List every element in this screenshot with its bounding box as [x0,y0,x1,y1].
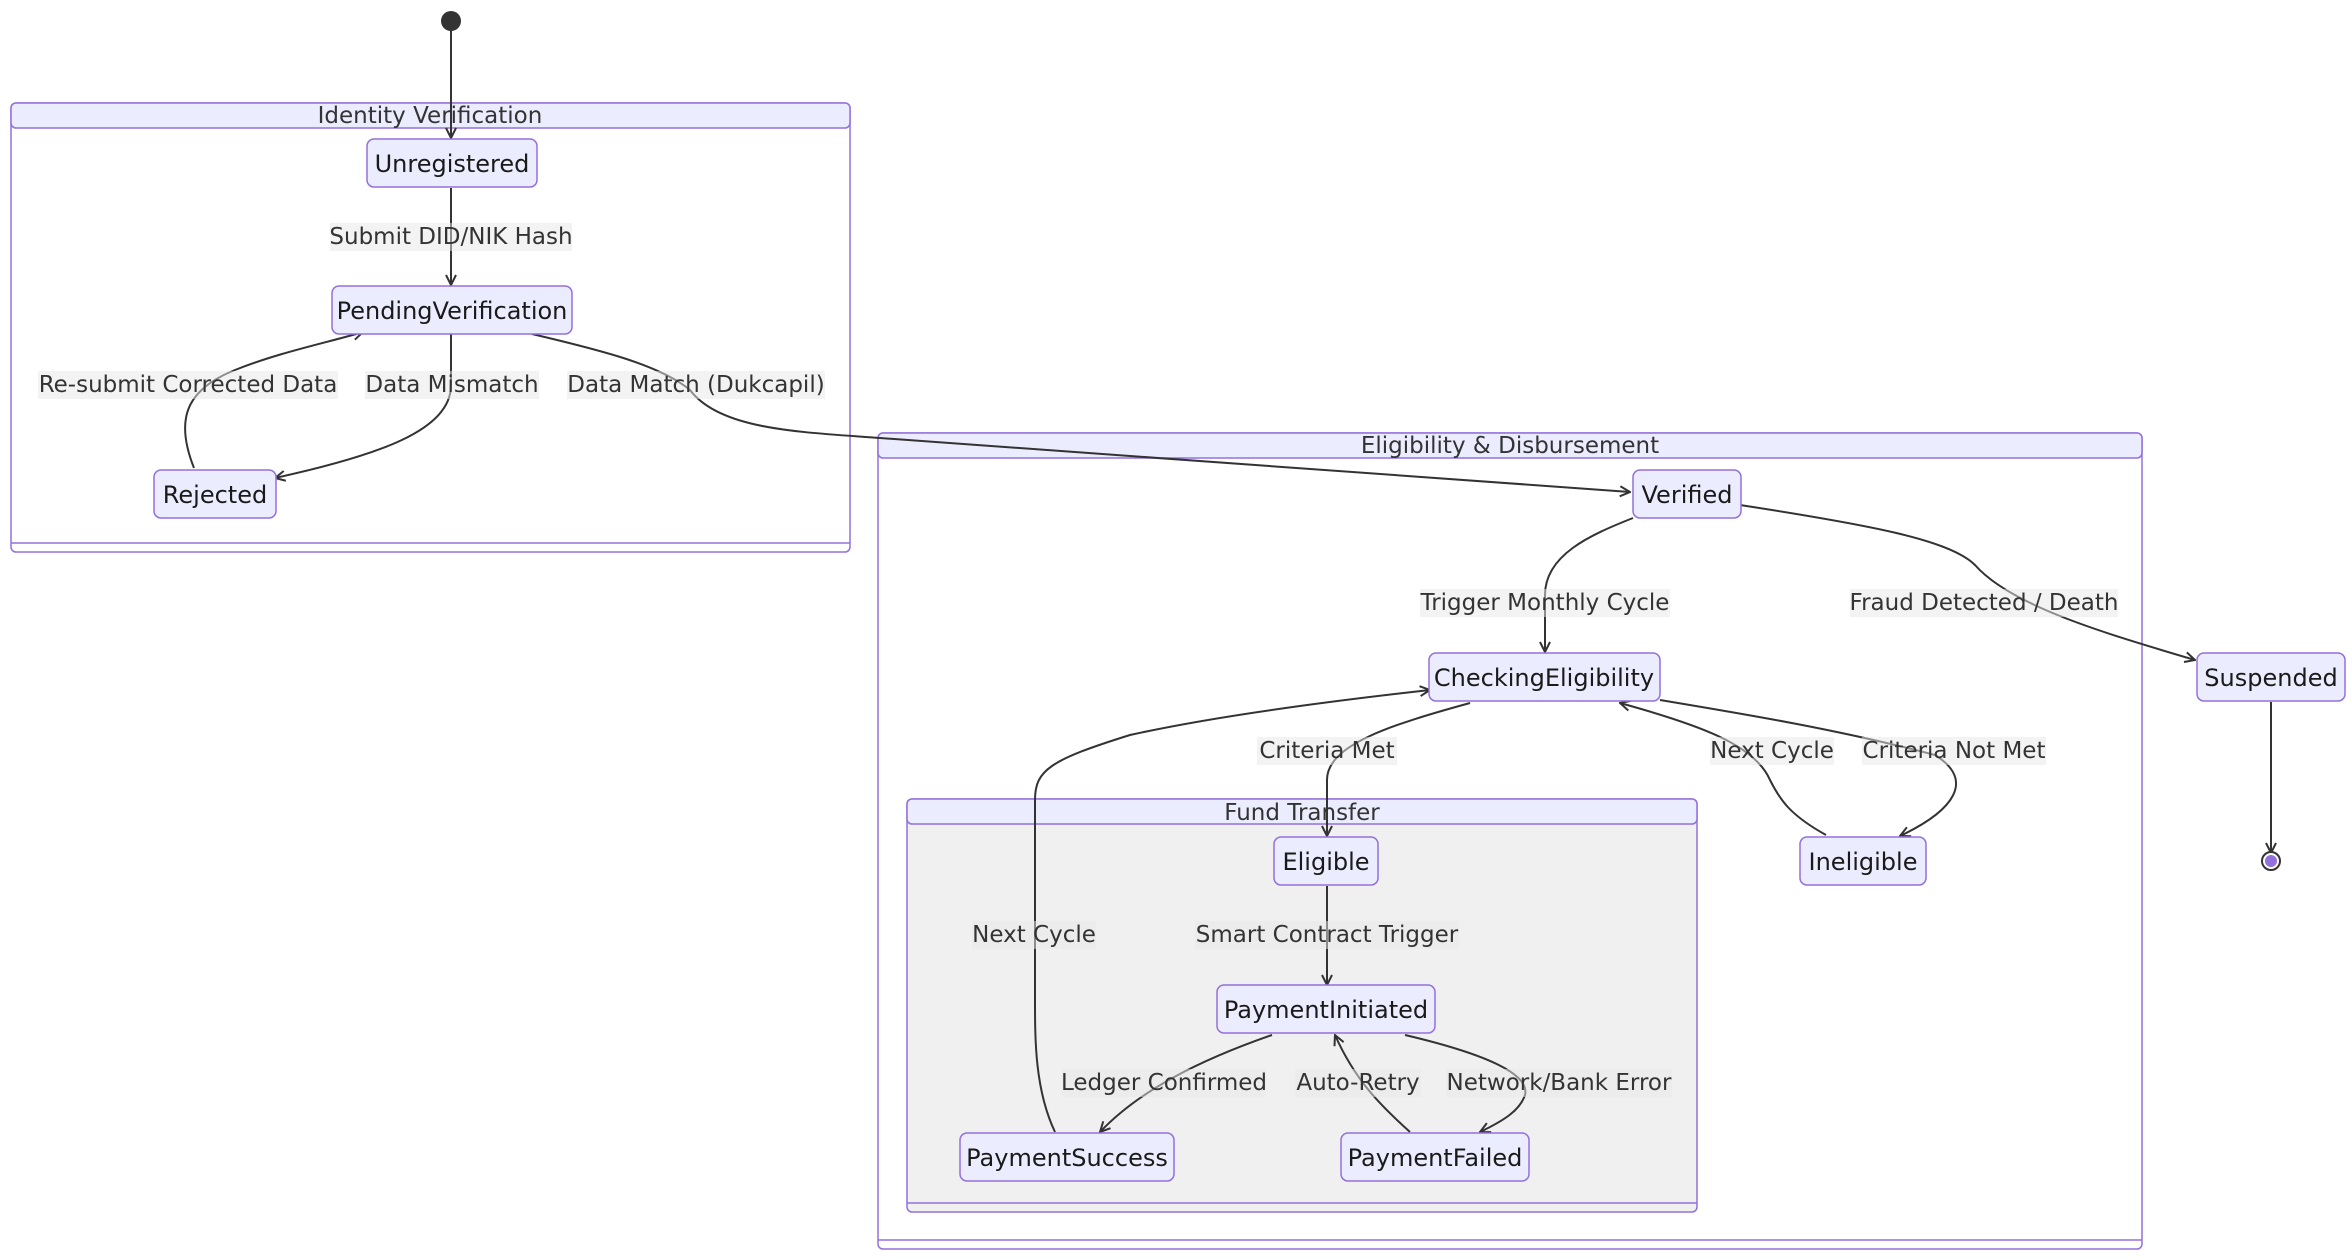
state-eligible[interactable]: Eligible [1273,836,1379,886]
state-label-payment-failed: PaymentFailed [1348,1144,1523,1172]
state-label-payment-success: PaymentSuccess [966,1144,1168,1172]
edge-label-smart-contract: Smart Contract Trigger [1195,921,1459,949]
edge-label-criteria-met: Criteria Met [1257,737,1397,765]
edge-label-resubmit: Re-submit Corrected Data [38,371,338,399]
edge-label-submit: Submit DID/NIK Hash [329,223,573,251]
state-ineligible[interactable]: Ineligible [1799,836,1927,886]
svg-text:Auto-Retry: Auto-Retry [1296,1070,1419,1096]
state-payment-success[interactable]: PaymentSuccess [959,1132,1175,1182]
cluster-title-fund-transfer: Fund Transfer [1224,800,1380,826]
state-rejected[interactable]: Rejected [153,469,277,519]
state-label-verified: Verified [1642,481,1733,509]
edge-label-auto-retry: Auto-Retry [1295,1069,1421,1097]
edge-label-next-cycle-ineligible: Next Cycle [1710,737,1834,765]
state-verified[interactable]: Verified [1632,469,1742,519]
edge-label-next-cycle-success: Next Cycle [972,921,1096,949]
state-payment-failed[interactable]: PaymentFailed [1340,1132,1530,1182]
edge-rejected-to-pending [184,332,363,469]
cluster-title-eligibility: Eligibility & Disbursement [1361,433,1659,459]
state-label-checking-eligibility: CheckingEligibility [1434,664,1654,692]
edge-label-trigger-monthly: Trigger Monthly Cycle [1420,589,1670,617]
svg-text:Data Match (Dukcapil): Data Match (Dukcapil) [567,372,824,398]
svg-text:Criteria Not Met: Criteria Not Met [1863,738,2046,764]
edge-success-to-checking [1034,690,1430,1133]
svg-text:Next Cycle: Next Cycle [972,922,1096,948]
state-checking-eligibility[interactable]: CheckingEligibility [1428,652,1661,702]
state-label-rejected: Rejected [163,481,267,509]
state-suspended[interactable]: Suspended [2196,652,2346,702]
start-state-dot [441,11,461,31]
state-pending-verification[interactable]: PendingVerification [331,285,573,335]
state-label-suspended: Suspended [2204,664,2337,692]
svg-text:Network/Bank Error: Network/Bank Error [1447,1070,1672,1096]
svg-text:Re-submit Corrected Data: Re-submit Corrected Data [39,372,338,398]
svg-text:Smart Contract Trigger: Smart Contract Trigger [1196,922,1459,948]
state-label-unregistered: Unregistered [375,150,530,178]
svg-text:Submit DID/NIK Hash: Submit DID/NIK Hash [329,224,572,250]
state-label-pending-verification: PendingVerification [337,297,568,325]
svg-text:Criteria Met: Criteria Met [1259,738,1394,764]
svg-text:Trigger Monthly Cycle: Trigger Monthly Cycle [1420,590,1670,616]
edge-ineligible-to-checking [1620,703,1827,836]
edge-label-match: Data Match (Dukcapil) [567,371,825,399]
state-payment-initiated[interactable]: PaymentInitiated [1216,984,1436,1034]
state-label-payment-initiated: PaymentInitiated [1224,996,1428,1024]
edge-label-ledger: Ledger Confirmed [1061,1069,1267,1097]
svg-text:Next Cycle: Next Cycle [1710,738,1834,764]
svg-text:Ledger Confirmed: Ledger Confirmed [1061,1070,1267,1096]
state-label-ineligible: Ineligible [1809,848,1918,876]
svg-text:Fraud Detected / Death: Fraud Detected / Death [1850,590,2119,616]
state-label-eligible: Eligible [1282,848,1369,876]
state-unregistered[interactable]: Unregistered [366,138,538,188]
cluster-title-identity: Identity Verification [318,103,543,129]
edge-label-network-error: Network/Bank Error [1446,1069,1672,1097]
edge-label-fraud: Fraud Detected / Death [1850,589,2119,617]
edge-label-mismatch: Data Mismatch [365,371,539,399]
edge-verified-to-suspended [1739,504,2195,660]
end-state [2261,851,2281,871]
svg-text:Data Mismatch: Data Mismatch [365,372,538,398]
edge-label-criteria-not-met: Criteria Not Met [1862,737,2046,765]
